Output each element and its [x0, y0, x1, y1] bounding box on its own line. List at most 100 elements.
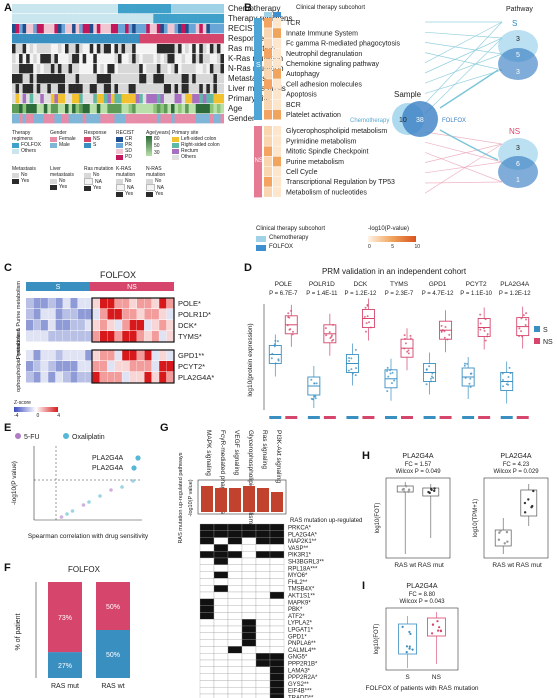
pathway-label: Cell Cycle	[286, 169, 318, 176]
heatmap-cell	[220, 104, 224, 114]
pathway-label: Transcriptional Regulation by TP53	[286, 179, 395, 186]
heatmap-cell	[149, 24, 154, 34]
legend-therapy: Therapy regimens FOLFOX Others	[12, 130, 46, 154]
heatmap-cell	[114, 4, 119, 14]
pathway-link	[424, 31, 503, 39]
heatmap-cell	[33, 64, 38, 74]
heatmap-cell	[188, 34, 193, 44]
heatmap-cell	[142, 84, 147, 94]
heatmap-cell	[70, 361, 78, 372]
data-point	[290, 309, 293, 312]
data-point	[448, 333, 451, 336]
pathway-label: VEGF signaling	[233, 430, 240, 476]
heatmap-cell	[43, 114, 48, 124]
heatmap-cell	[107, 104, 112, 114]
heat-cell	[273, 156, 281, 167]
heatmap-cell	[63, 350, 71, 361]
matrix-cell	[255, 578, 271, 586]
data-point	[364, 306, 367, 309]
heat-cell	[273, 99, 281, 110]
heatmap-cell	[146, 4, 151, 14]
x-tick-label: RAS wt	[394, 562, 416, 569]
heatmap-cell	[149, 14, 154, 24]
heatmap-cell	[199, 74, 204, 84]
heatmap-cell	[107, 361, 115, 372]
pathway-header: Pathway	[506, 6, 533, 13]
heatmap-cell	[89, 14, 94, 24]
heatmap-cell	[153, 64, 158, 74]
heatmap-cell	[100, 64, 105, 74]
matrix-cell	[255, 646, 271, 654]
heatmap-cell	[156, 84, 161, 94]
heatmap-cell	[125, 84, 129, 94]
heatmap-cell	[128, 44, 133, 54]
data-point	[325, 334, 328, 337]
heatmap-cell	[185, 104, 189, 114]
heatmap-cell	[114, 94, 119, 104]
heatmap-cell	[47, 64, 52, 74]
heat-cell	[273, 136, 281, 146]
matrix-cell	[269, 625, 285, 633]
heatmap-cell	[36, 54, 41, 64]
matrix-cell	[213, 673, 229, 681]
heatmap-cell	[195, 94, 200, 104]
heatmap-cell	[195, 4, 200, 14]
heatmap-cell	[132, 34, 136, 44]
heatmap-cell	[96, 74, 101, 84]
panel-a-label: A	[4, 2, 12, 14]
data-point	[310, 397, 313, 400]
heatmap-cell	[33, 372, 41, 383]
heatmap-cell	[181, 44, 186, 54]
data-point	[484, 339, 487, 342]
venn-ns-count: 6	[516, 161, 520, 168]
fold-change: FC = 1.57	[405, 462, 432, 468]
heatmap-cell	[216, 14, 221, 24]
pathway-bar	[257, 488, 269, 512]
heatmap-cell	[96, 4, 101, 14]
clinical-row-label: Response	[228, 34, 265, 43]
heatmap-cell	[149, 34, 154, 44]
heatmap-cell	[118, 24, 122, 34]
heatmap-cell	[192, 114, 197, 124]
heatmap-cell	[93, 54, 98, 64]
data-point	[364, 330, 367, 333]
heatmap-cell	[167, 54, 172, 64]
heatmap-cell	[75, 24, 80, 34]
heatmap-cell	[110, 104, 115, 114]
heatmap-cell	[54, 74, 59, 84]
pathway-label: TCR	[286, 20, 300, 27]
matrix-cell	[227, 625, 243, 633]
matrix-cell	[241, 659, 257, 667]
data-point	[468, 382, 471, 385]
data-point	[407, 488, 411, 491]
heatmap-cell	[125, 44, 129, 54]
data-point	[109, 488, 113, 492]
heatmap-cell	[29, 84, 34, 94]
data-point	[441, 329, 444, 332]
matrix-cell	[199, 625, 215, 633]
s-bar	[26, 282, 90, 291]
heat-cell	[273, 69, 281, 79]
matrix-cell	[213, 551, 229, 559]
heatmap-cell	[48, 298, 56, 309]
heat-cell	[264, 89, 272, 100]
heat-cell	[273, 89, 281, 100]
legend-ns-swatch	[534, 338, 540, 344]
heatmap-cell	[86, 14, 91, 24]
data-point	[469, 386, 472, 389]
heatmap-cell	[144, 320, 152, 331]
wilcox-p: Wilcox P = 0.029	[493, 469, 539, 475]
matrix-cell	[227, 653, 243, 661]
s-label: S	[56, 284, 61, 291]
venn-ns-count: 3	[516, 145, 520, 152]
gene-label: POLR1D*	[178, 310, 211, 319]
heatmap-cell	[110, 24, 115, 34]
x-tick-label: RAS wt	[492, 562, 514, 569]
heatmap-cell	[92, 361, 100, 372]
heatmap-cell	[188, 14, 193, 24]
heatmap-cell	[220, 54, 224, 64]
heatmap-cell	[209, 14, 214, 24]
protein-label: MYO6*	[288, 573, 308, 579]
gene-label: PLA2G4A*	[178, 373, 214, 382]
heatmap-cell	[22, 94, 27, 104]
